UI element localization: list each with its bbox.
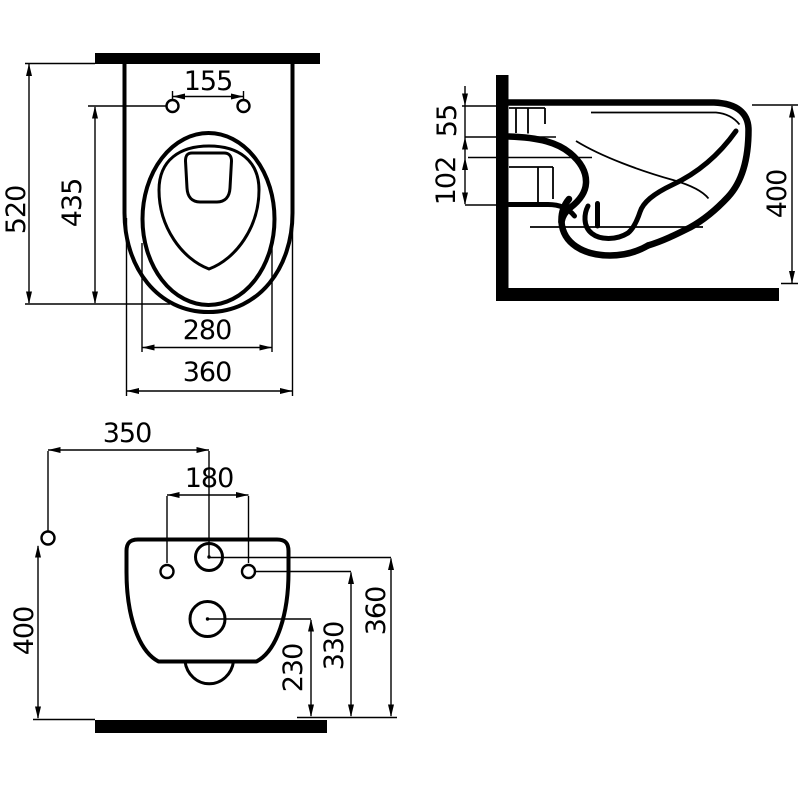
top-view: 155 435 520 280 360 bbox=[1, 53, 320, 396]
bowl-back-wall bbox=[505, 133, 590, 226]
dim-fixing-height: 330 bbox=[319, 622, 350, 671]
bowl-inner-curve bbox=[625, 128, 739, 236]
toilet-body-outline bbox=[122, 61, 295, 314]
bottom-view-dimensions: 350 180 400 230 330 360 bbox=[9, 418, 397, 721]
dim-outlet-height: 230 bbox=[278, 644, 309, 693]
wall-bar-side bbox=[496, 75, 509, 298]
seat-mount-hole-right bbox=[236, 98, 251, 114]
dim-fixing-spacing: 180 bbox=[185, 463, 234, 494]
toilet-profile-outline bbox=[504, 99, 752, 249]
dim-supply-height: 400 bbox=[9, 607, 40, 656]
bowl-opening bbox=[157, 144, 261, 271]
trap-inner bbox=[582, 203, 631, 241]
flush-inlet-stub bbox=[509, 107, 546, 134]
wall-bar bbox=[95, 53, 320, 64]
seat-ring bbox=[140, 131, 277, 307]
fixing-hole-left bbox=[159, 563, 175, 580]
floor-bar-side bbox=[496, 288, 779, 301]
floor-bar-bottom bbox=[95, 720, 327, 733]
seat-mount-hole-left bbox=[165, 98, 180, 114]
dim-flush-to-outlet: 102 bbox=[431, 157, 462, 206]
dim-rim-to-flush: 55 bbox=[432, 105, 463, 137]
dim-supply-offset: 350 bbox=[103, 418, 152, 449]
top-view-dimensions: 155 435 520 280 360 bbox=[1, 62, 294, 396]
side-view: 55 102 400 bbox=[431, 75, 798, 301]
mounting-body-outline bbox=[124, 537, 291, 664]
outlet-stub bbox=[509, 166, 554, 202]
dim-total-height: 400 bbox=[762, 170, 793, 219]
flush-distributor bbox=[184, 151, 233, 204]
bottom-view: 350 180 400 230 330 360 bbox=[9, 418, 397, 733]
dim-seat-hole-spacing: 155 bbox=[184, 66, 233, 97]
side-view-dimensions: 55 102 400 bbox=[431, 86, 798, 285]
fixing-hole-right bbox=[240, 563, 257, 580]
dim-flush-height: 360 bbox=[361, 587, 392, 636]
dim-bowl-inner-depth: 435 bbox=[57, 179, 88, 228]
supply-reference-point bbox=[40, 530, 56, 546]
bowl-interior-line bbox=[575, 140, 710, 200]
dim-bowl-inner-width: 280 bbox=[183, 315, 232, 346]
dim-total-width: 360 bbox=[183, 357, 232, 388]
seat-top-line bbox=[591, 111, 741, 126]
trap-cover-bump bbox=[183, 660, 235, 686]
dim-total-depth: 520 bbox=[1, 186, 32, 235]
